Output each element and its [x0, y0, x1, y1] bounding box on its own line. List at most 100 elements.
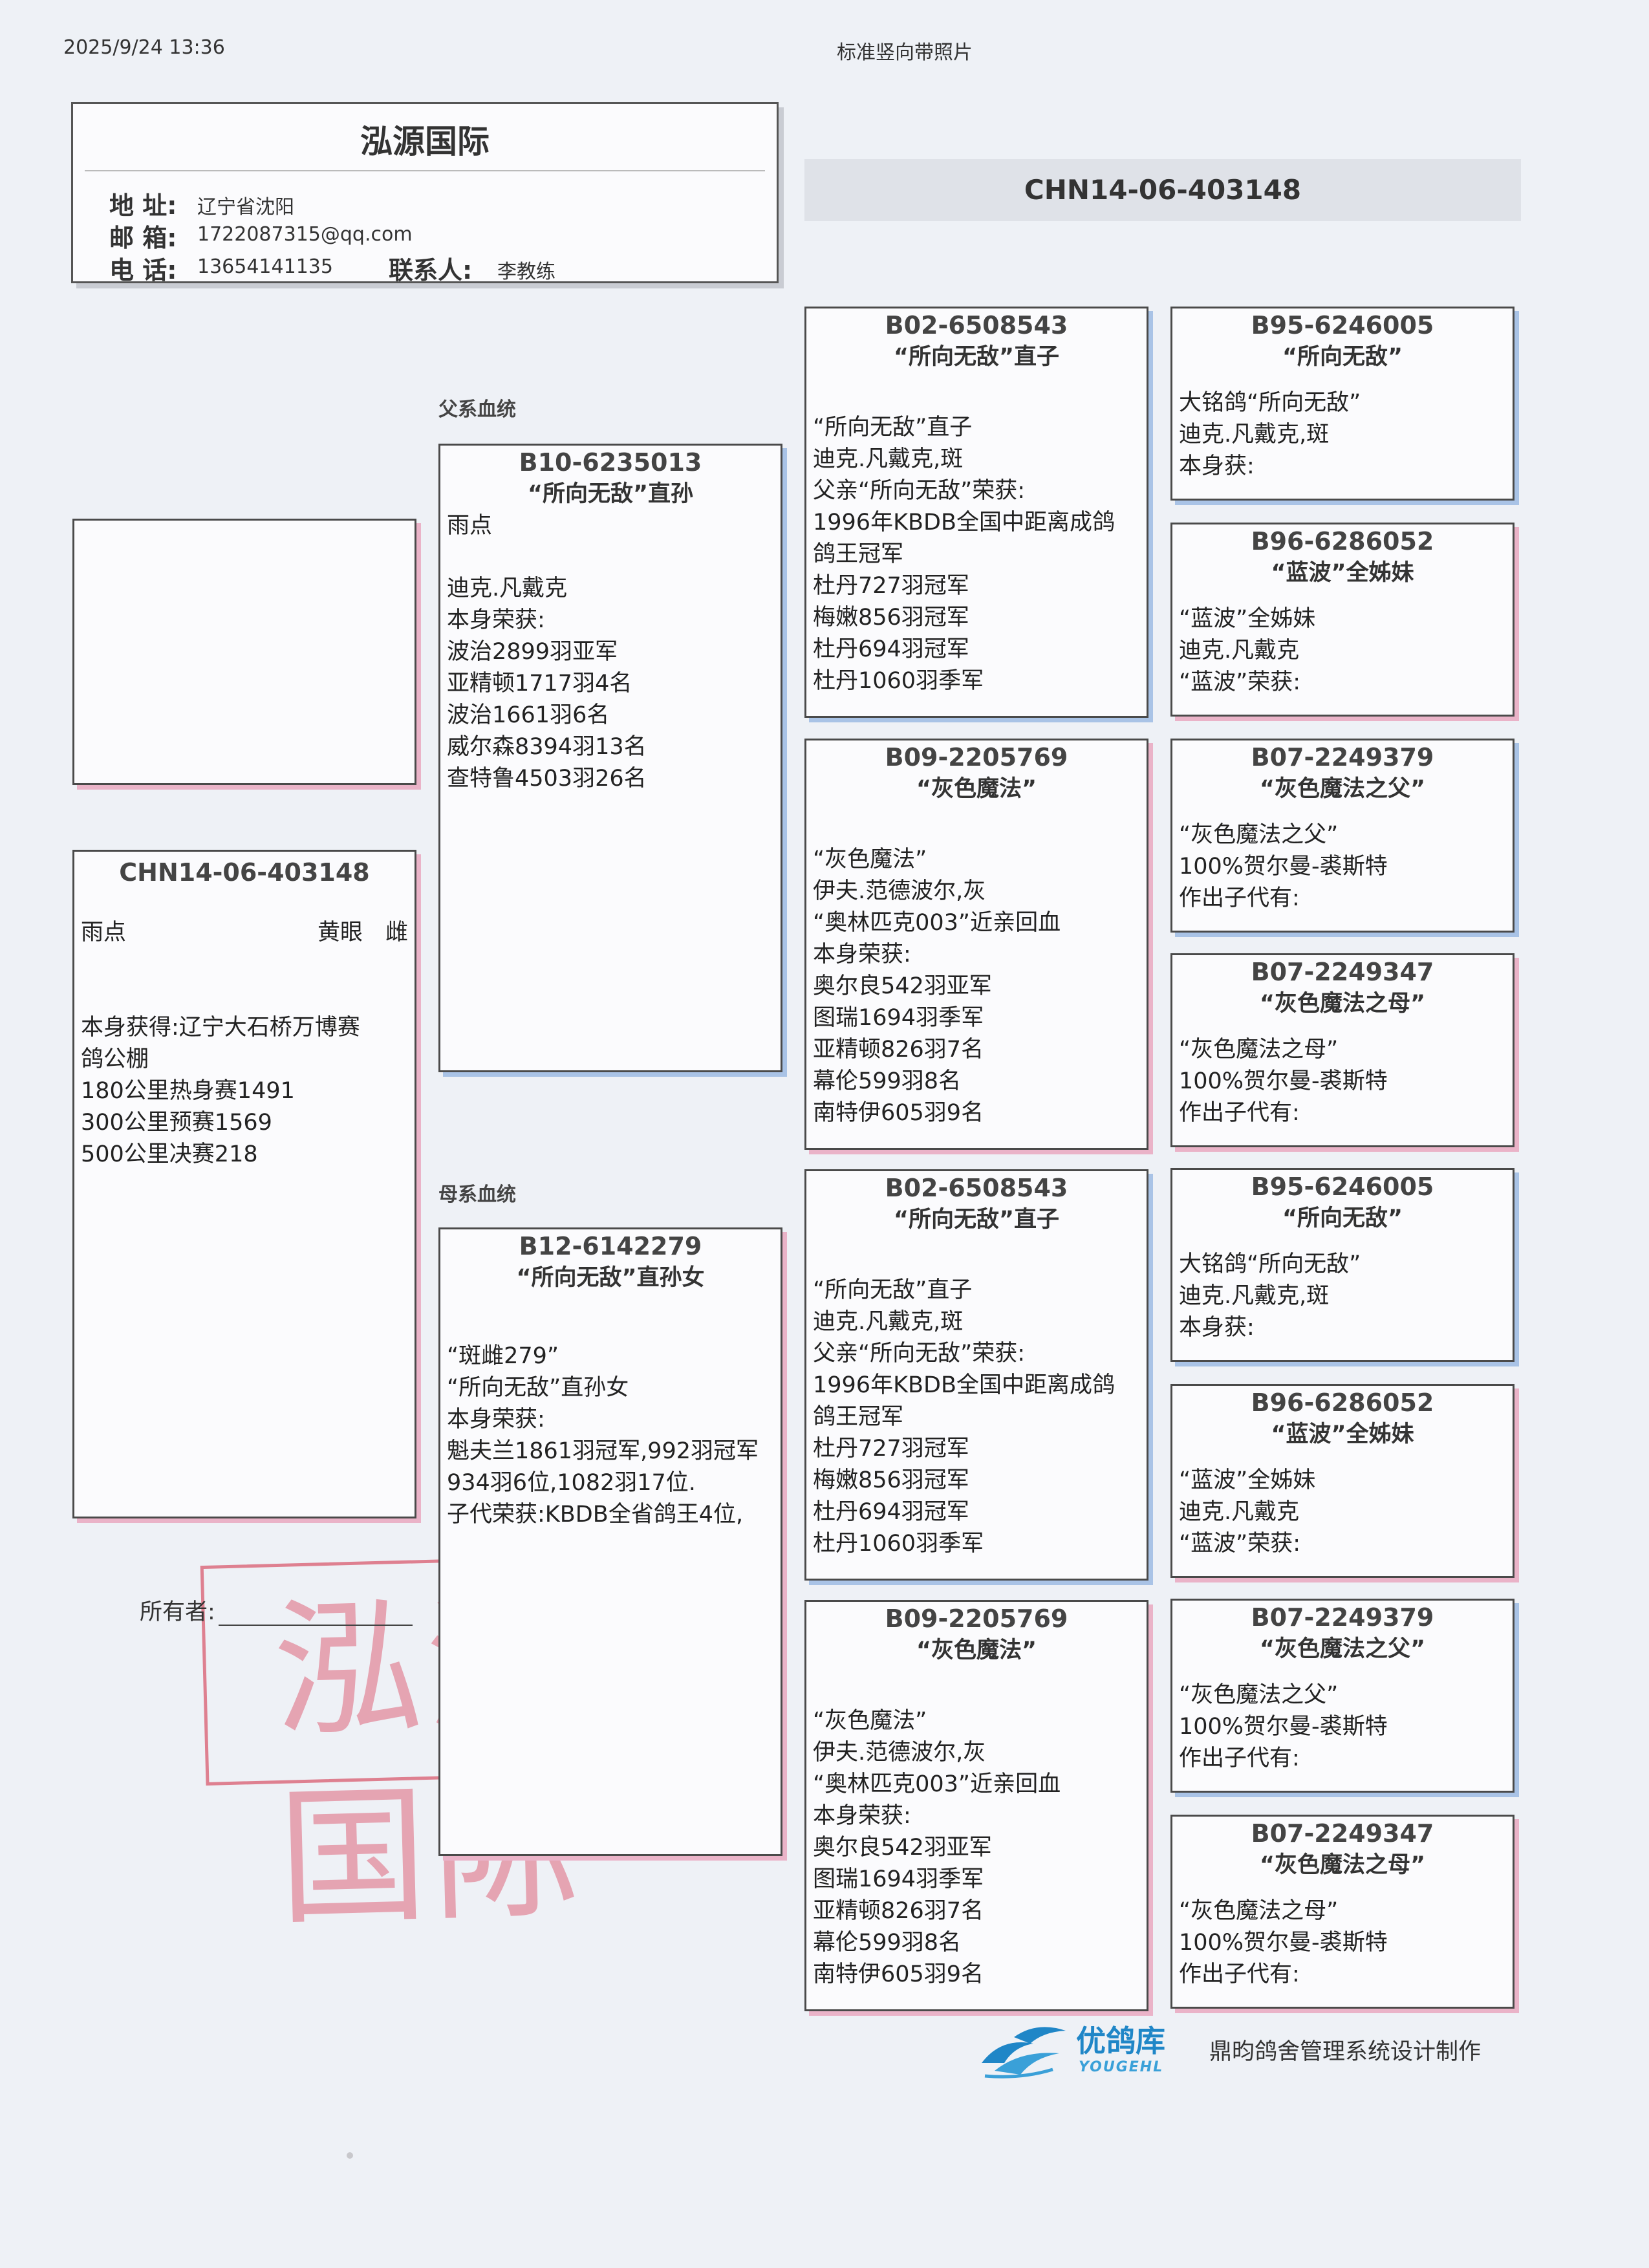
detail-line: 作出子代有:: [1179, 1961, 1300, 1987]
grandsire-dam-side-card: B02-6508543 “所向无敌”直子 “所向无敌”直子 迪克.凡戴克,斑 父…: [804, 1169, 1148, 1581]
ring-number: B09-2205769: [885, 1604, 1068, 1633]
detail-line: 1996年KBDB全国中距离成鸽: [813, 510, 1115, 535]
detail-line: 杜丹694羽冠军: [813, 1499, 969, 1525]
detail-line: 迪克.凡戴克,斑: [813, 446, 964, 472]
main-pigeon-card: CHN14-06-403148 雨点 黄眼 雌 本身获得:辽宁大石桥万博赛 鸽公…: [72, 850, 416, 1518]
ggsire-card-1: B95-6246005 “所向无敌” 大铭鸽“所向无敌” 迪克.凡戴克,斑 本身…: [1170, 307, 1514, 501]
detail-line: 作出子代有:: [1179, 1745, 1300, 1771]
detail-line: 威尔森8394羽13名: [447, 734, 647, 760]
pigeon-name: “灰色魔法之母”: [1259, 1852, 1425, 1878]
main-achievements: 本身获得:辽宁大石桥万博赛 鸽公棚 180公里热身赛1491 300公里预赛15…: [74, 1012, 415, 1171]
dam-name: “所向无敌”直孙女: [516, 1265, 705, 1291]
detail-line: 迪克.凡戴克,斑: [1179, 422, 1330, 448]
ggdam-card-2: B07-2249347 “灰色魔法之母” “灰色魔法之母” 100%贺尔曼-裘斯…: [1170, 953, 1514, 1147]
ring-number: B95-6246005: [1251, 1172, 1434, 1201]
pigeon-name: “灰色魔法”: [916, 1637, 1037, 1663]
detail-line: “奥林匹克003”近亲回血: [813, 1771, 1061, 1797]
contact-value: 李教练: [497, 261, 555, 283]
pigeon-name: “蓝波”全姊妹: [1271, 1421, 1414, 1447]
detail-line: 本身荣获:: [813, 1803, 911, 1829]
details: “所向无敌”直子 迪克.凡戴克,斑 父亲“所向无敌”荣获: 1996年KBDB全…: [806, 412, 1147, 697]
details: “灰色魔法之母” 100%贺尔曼-裘斯特 作出子代有:: [1172, 1034, 1513, 1129]
detail-line: 子代荣获:KBDB全省鸽王4位,: [447, 1502, 744, 1528]
main-color: 雨点: [81, 920, 127, 945]
detail-line: 伊夫.范德波尔,灰: [813, 1740, 986, 1766]
ring-number: B96-6286052: [1251, 1388, 1434, 1417]
detail-line: 大铭鸽“所向无敌”: [1179, 1251, 1361, 1277]
detail-line: 迪克.凡戴克: [1179, 1499, 1300, 1525]
ring-number: B09-2205769: [885, 743, 1068, 772]
detail-line: 鸽王冠军: [813, 1404, 904, 1430]
detail-line: 波治2899羽亚军: [447, 639, 618, 665]
ring-number: B95-6246005: [1251, 311, 1434, 340]
detail-line: 波治1661羽6名: [447, 702, 610, 728]
pigeon-name: “灰色魔法”: [916, 776, 1037, 802]
pigeon-name: “灰色魔法之父”: [1259, 1636, 1425, 1662]
detail-line: 本身获:: [1179, 453, 1255, 479]
detail-line: 魁夫兰1861羽冠军,992羽冠军: [447, 1438, 759, 1464]
details: “所向无敌”直子 迪克.凡戴克,斑 父亲“所向无敌”荣获: 1996年KBDB全…: [806, 1275, 1147, 1560]
achievement-line: 500公里决赛218: [81, 1141, 258, 1167]
detail-line: 100%贺尔曼-裘斯特: [1179, 1930, 1388, 1956]
detail-line: 杜丹694羽冠军: [813, 636, 969, 662]
detail-line: 100%贺尔曼-裘斯特: [1179, 1068, 1388, 1094]
pigeon-name: “灰色魔法之父”: [1259, 776, 1425, 802]
main-eye-sex: 黄眼 雌: [317, 920, 408, 945]
details: “蓝波”全姊妹 迪克.凡戴克 “蓝波”荣获:: [1172, 603, 1513, 698]
main-ring-number: CHN14-06-403148: [119, 858, 370, 887]
detail-line: “所向无敌”直子: [813, 415, 973, 440]
address-label: 地 址:: [109, 191, 177, 220]
detail-line: 奥尔良542羽亚军: [813, 1835, 992, 1861]
ggdam-card-4: B07-2249347 “灰色魔法之母” “灰色魔法之母” 100%贺尔曼-裘斯…: [1170, 1815, 1514, 2009]
details: “灰色魔法之父” 100%贺尔曼-裘斯特 作出子代有:: [1172, 1679, 1513, 1775]
detail-line: “所向无敌”直子: [813, 1277, 973, 1303]
achievement-line: 300公里预赛1569: [81, 1110, 272, 1136]
detail-line: 南特伊605羽9名: [813, 1100, 984, 1126]
pedigree-ring-banner: CHN14-06-403148: [804, 159, 1521, 221]
address-value: 辽宁省沈阳: [197, 196, 294, 219]
detail-line: 作出子代有:: [1179, 885, 1300, 911]
detail-line: 梅嫩856羽冠军: [813, 605, 969, 631]
ggsire-card-4: B07-2249379 “灰色魔法之父” “灰色魔法之父” 100%贺尔曼-裘斯…: [1170, 1599, 1514, 1793]
detail-line: 迪克.凡戴克,斑: [1179, 1283, 1330, 1309]
details: “灰色魔法之父” 100%贺尔曼-裘斯特 作出子代有:: [1172, 819, 1513, 914]
detail-line: “蓝波”荣获:: [1179, 1531, 1301, 1557]
details: “灰色魔法之母” 100%贺尔曼-裘斯特 作出子代有:: [1172, 1895, 1513, 1991]
detail-line: 雨点: [447, 513, 493, 539]
detail-line: 大铭鸽“所向无敌”: [1179, 390, 1361, 416]
detail-line: 伊夫.范德波尔,灰: [813, 878, 986, 904]
document-type: 标准竖向带照片: [837, 41, 973, 64]
detail-line: “所向无敌”直孙女: [447, 1375, 629, 1401]
ring-number: B02-6508543: [885, 1174, 1068, 1202]
paper-mark: [347, 2152, 353, 2159]
owner-label: 所有者:: [140, 1599, 215, 1625]
owner-info-card: 泓源国际 地 址: 辽宁省沈阳 邮 箱: 1722087315@qq.com 电…: [71, 102, 779, 285]
details: “灰色魔法” 伊夫.范德波尔,灰 “奥林匹克003”近亲回血 本身荣获: 奥尔良…: [806, 1705, 1147, 1991]
ggsire-card-3: B95-6246005 “所向无敌” 大铭鸽“所向无敌” 迪克.凡戴克,斑 本身…: [1170, 1168, 1514, 1362]
ring-number: B02-6508543: [885, 311, 1068, 340]
detail-line: 杜丹727羽冠军: [813, 573, 969, 599]
detail-line: “灰色魔法之父”: [1179, 1682, 1339, 1708]
detail-line: 本身荣获:: [447, 1407, 545, 1432]
detail-line: “斑雌279”: [447, 1343, 559, 1369]
pigeon-photo-frame: [72, 519, 416, 785]
detail-line: [447, 542, 774, 573]
logo-chinese-name: 优鸽库: [1076, 2024, 1165, 2058]
main-attributes: 雨点 黄眼 雌: [74, 914, 415, 947]
detail-line: 亚精顿826羽7名: [813, 1898, 984, 1924]
ggdam-card-1: B96-6286052 “蓝波”全姊妹 “蓝波”全姊妹 迪克.凡戴克 “蓝波”荣…: [1170, 523, 1514, 717]
header-divider: [85, 170, 765, 171]
email-label: 邮 箱:: [109, 224, 177, 252]
sire-line-label: 父系血统: [438, 398, 516, 421]
owner-signature-line: [219, 1625, 413, 1626]
detail-line: 作出子代有:: [1179, 1100, 1300, 1126]
ggsire-card-2: B07-2249379 “灰色魔法之父” “灰色魔法之父” 100%贺尔曼-裘斯…: [1170, 739, 1514, 933]
dam-card: B12-6142279 “所向无敌”直孙女 “斑雌279” “所向无敌”直孙女 …: [438, 1227, 782, 1856]
detail-line: 亚精顿1717羽4名: [447, 671, 632, 697]
detail-line: 奥尔良542羽亚军: [813, 973, 992, 999]
ring-number: B07-2249347: [1251, 1819, 1434, 1848]
detail-line: 100%贺尔曼-裘斯特: [1179, 1714, 1388, 1740]
email-value: 1722087315@qq.com: [197, 223, 413, 246]
phone-value: 13654141135: [197, 255, 333, 278]
sire-card: B10-6235013 “所向无敌”直孙 雨点 迪克.凡戴克 本身荣获: 波治2…: [438, 444, 782, 1072]
